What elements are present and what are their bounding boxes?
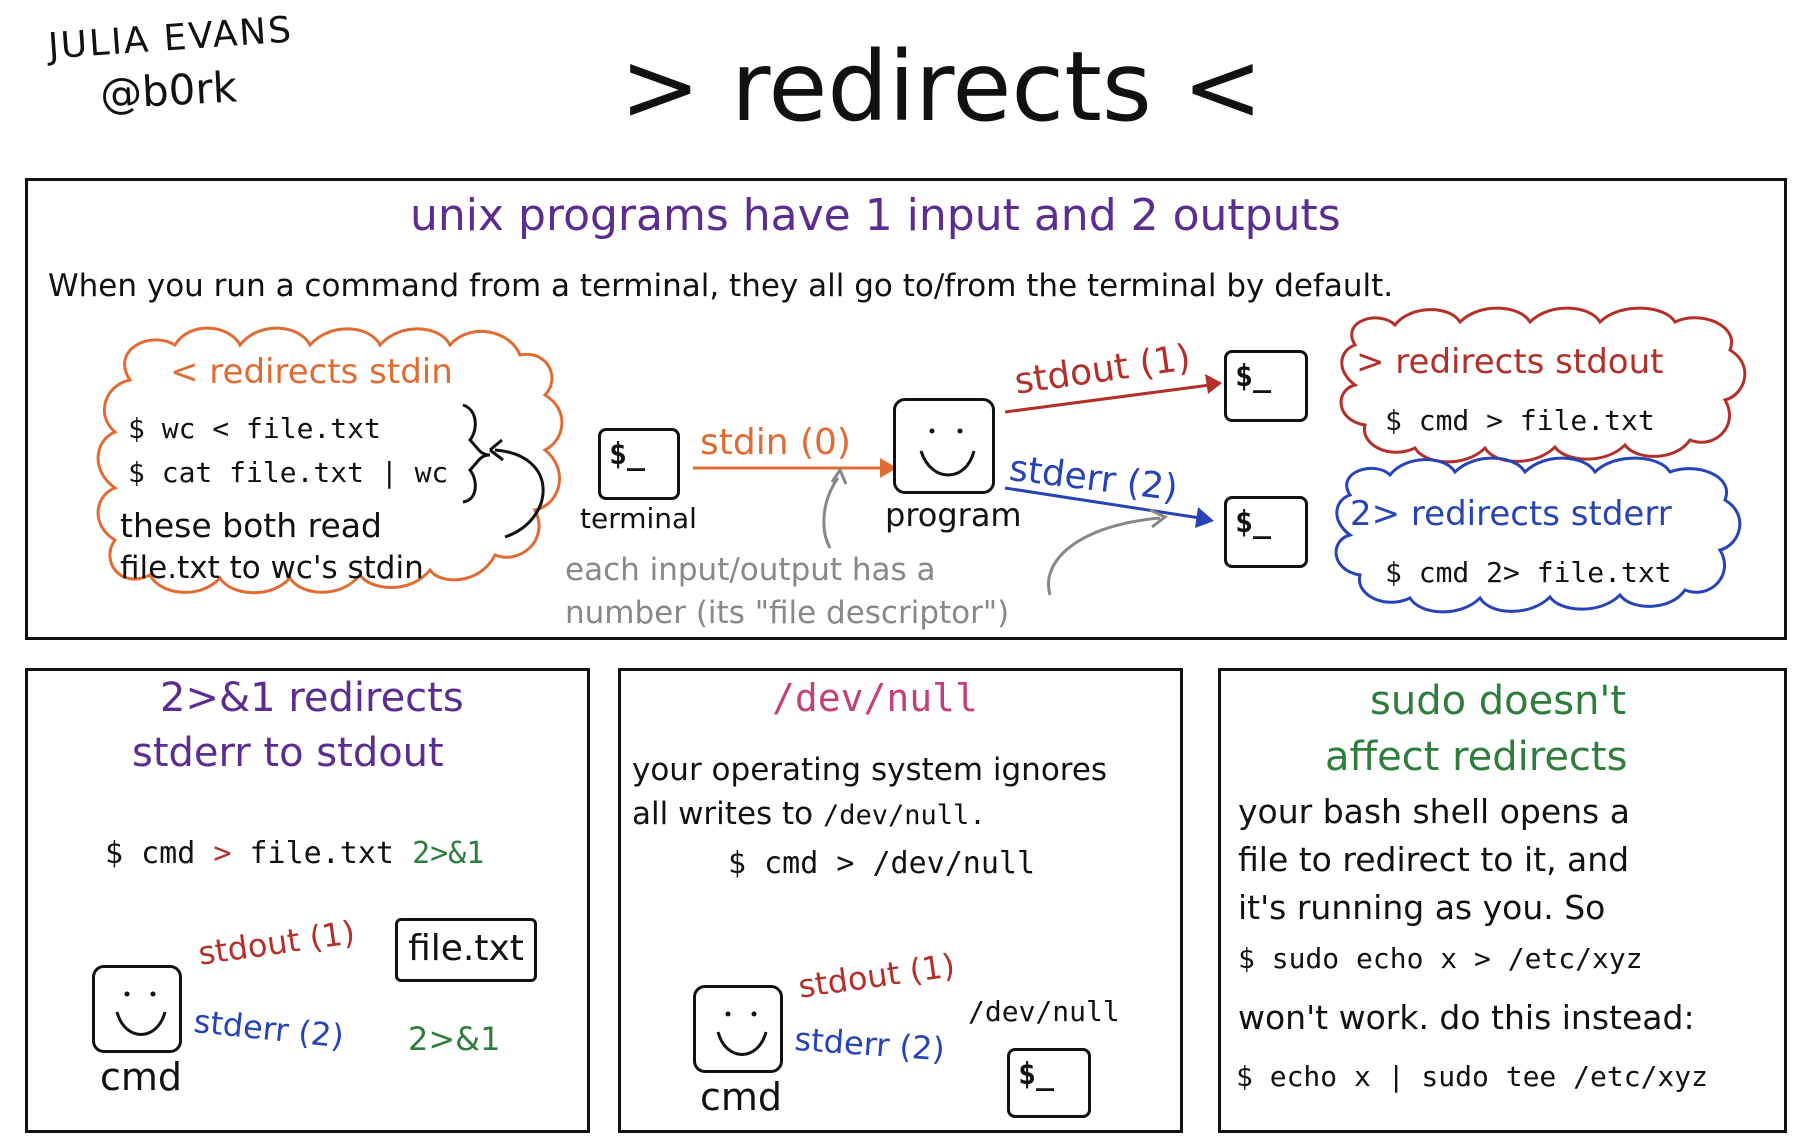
stderr-cloud-title: 2> redirects stderr [1350, 494, 1672, 534]
stdin-cloud-cmd1: $ wc < file.txt [128, 412, 381, 445]
panel-21-cmd-label: cmd [100, 1055, 183, 1099]
stdout-cloud-title: > redirects stdout [1356, 342, 1664, 382]
terminal-label: terminal [580, 502, 697, 535]
panel-null-line2b: /dev/null. [823, 800, 986, 831]
panel-sudo-cmd-bad: $ sudo echo x > /etc/xyz [1238, 942, 1643, 975]
panel-sudo-line4: won't work. do this instead: [1238, 998, 1695, 1037]
stdin-cloud-note1: these both read [120, 506, 382, 545]
fd-note-line2: number (its "file descriptor") [565, 595, 1010, 631]
terminal-icon: $_ [598, 428, 680, 500]
panel-sudo-title1: sudo doesn't [1370, 678, 1627, 724]
panel-21-cmd-op: > [213, 836, 232, 871]
terminal-stdout-icon: $_ [1224, 350, 1308, 422]
panel-21-title1: 2>&1 redirects [160, 675, 464, 721]
top-panel-subtitle: When you run a command from a terminal, … [48, 268, 1394, 304]
panel-null-line1: your operating system ignores [632, 752, 1108, 788]
panel-sudo-title2: affect redirects [1325, 734, 1628, 780]
null-terminal-prompt: $_ [1018, 1057, 1055, 1092]
stdin-label: stdin (0) [700, 422, 851, 463]
panel-sudo-line2: file to redirect to it, and [1238, 840, 1630, 879]
panel-sudo-line3: it's running as you. So [1238, 888, 1606, 927]
terminal-prompt: $_ [609, 437, 646, 472]
stdin-cloud-title: < redirects stdin [170, 352, 453, 392]
file-txt-label: file.txt [408, 928, 524, 969]
stdin-cloud-note2: file.txt to wc's stdin [120, 550, 424, 586]
panel-null-line2a: all writes to [632, 796, 814, 832]
panel-sudo-cmd-good: $ echo x | sudo tee /etc/xyz [1236, 1060, 1709, 1093]
program-label: program [885, 496, 1022, 534]
panel-21-cmd-prefix: $ cmd [105, 836, 196, 871]
panel-sudo [1218, 668, 1787, 1133]
top-panel-heading: unix programs have 1 input and 2 outputs [410, 190, 1341, 241]
fd-note-line1: each input/output has a [565, 552, 936, 588]
panel-21-title2: stderr to stdout [132, 730, 444, 776]
panel-null-cmd: $ cmd > /dev/null [728, 846, 1036, 881]
stdin-cloud-cmd2: $ cat file.txt | wc [128, 456, 449, 489]
terminal-stderr-icon: $_ [1224, 496, 1308, 568]
cmd-face-icon [92, 965, 182, 1053]
panel-2-and-1 [25, 668, 590, 1133]
panel-21-cmd-redirect: 2>&1 [412, 836, 485, 871]
file-txt-box: file.txt [395, 918, 537, 982]
panel-21-redirect-label: 2>&1 [408, 1020, 501, 1058]
stderr-cloud-cmd: $ cmd 2> file.txt [1385, 556, 1672, 589]
curved-arrow-icon [494, 448, 545, 539]
smiley-face-icon [893, 398, 995, 494]
stdout-cloud-cmd: $ cmd > file.txt [1385, 404, 1655, 437]
panel-null-devnull-label: /dev/null [968, 995, 1120, 1028]
terminal-stdout-prompt: $_ [1235, 359, 1272, 394]
null-terminal-icon: $_ [1007, 1048, 1091, 1118]
panel-null-title: /dev/null [772, 676, 978, 720]
panel-21-cmd-file: file.txt [249, 836, 395, 871]
panel-21-cmd: $ cmd > file.txt 2>&1 [105, 836, 484, 871]
page-title: > redirects < [620, 31, 1263, 143]
panel-null-line2: all writes to /dev/null. [632, 796, 986, 832]
panel-null-cmd-label: cmd [700, 1075, 783, 1119]
terminal-stderr-prompt: $_ [1235, 505, 1272, 540]
null-cmd-face-icon [693, 985, 783, 1073]
panel-sudo-line1: your bash shell opens a [1238, 792, 1630, 831]
